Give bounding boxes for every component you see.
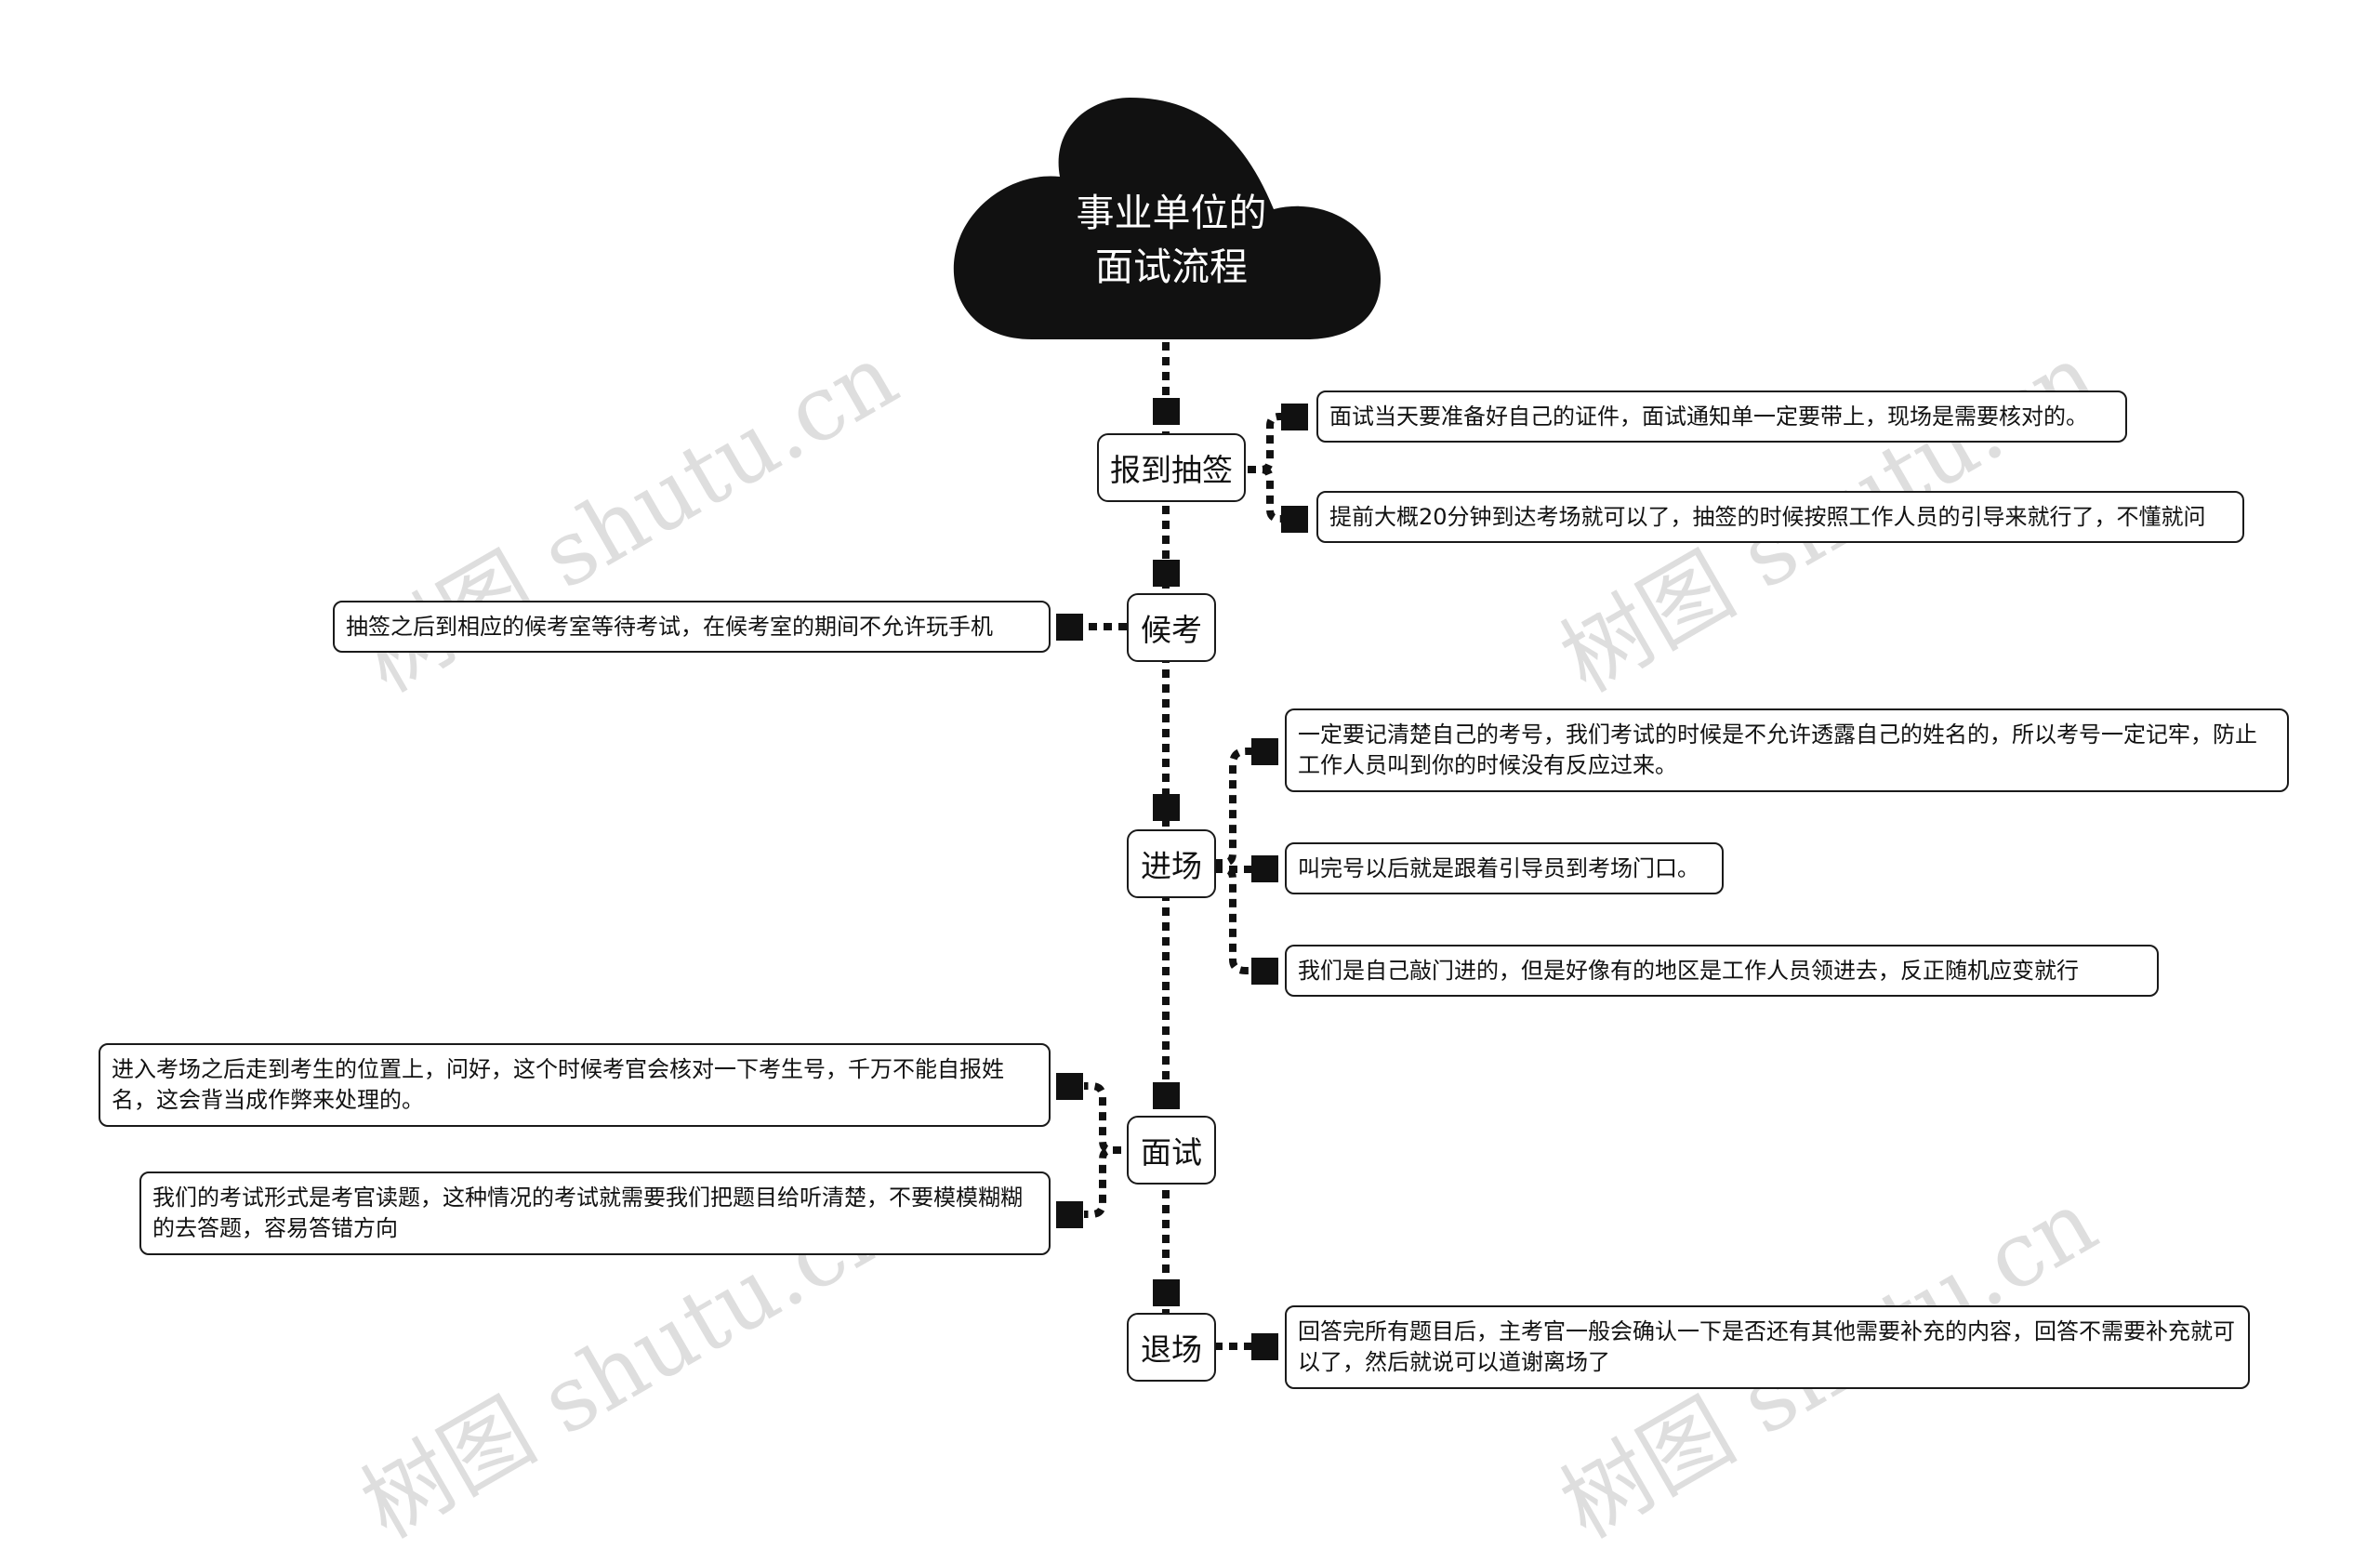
leaf-text: 面试当天要准备好自己的证件，面试通知单一定要带上，现场是需要核对的。 [1329, 403, 2088, 430]
handle-b3-l2 [1251, 855, 1278, 882]
leaf-entering-2[interactable]: 叫完号以后就是跟着引导员到考场门口。 [1285, 842, 1724, 894]
handle-b2-top [1153, 560, 1180, 587]
connector-b4-l2 [1084, 1146, 1121, 1218]
connector-b1-l2 [1248, 466, 1294, 523]
leaf-text: 回答完所有题目后，主考官一般会确认一下是否还有其他需要补充的内容，回答不需要补充… [1298, 1318, 2235, 1375]
handle-b5-top [1153, 1279, 1180, 1306]
branch-node-waiting[interactable]: 候考 [1127, 593, 1216, 662]
leaf-interview-2[interactable]: 我们的考试形式是考官读题，这种情况的考试就需要我们把题目给听清楚，不要模模糊糊的… [139, 1172, 1051, 1255]
branch-node-checkin[interactable]: 报到抽签 [1097, 433, 1246, 502]
root-title[interactable]: 事业单位的 面试流程 [1023, 186, 1320, 294]
branch-node-entering[interactable]: 进场 [1127, 829, 1216, 898]
leaf-checkin-2[interactable]: 提前大概20分钟到达考场就可以了，抽签的时候按照工作人员的引导来就行了，不懂就问 [1316, 491, 2244, 543]
connector-b3-l1 [1214, 748, 1257, 867]
handle-b1-l2 [1281, 506, 1308, 533]
connector-b4-l1 [1084, 1082, 1121, 1154]
leaf-entering-3[interactable]: 我们是自己敲门进的，但是好像有的地区是工作人员领进去，反正随机应变就行 [1285, 945, 2159, 997]
root-title-line1: 事业单位的 [1076, 191, 1267, 235]
leaf-text: 抽签之后到相应的候考室等待考试，在候考室的期间不允许玩手机 [346, 613, 993, 640]
leaf-text: 叫完号以后就是跟着引导员到考场门口。 [1298, 854, 1699, 881]
connector-layer [953, 98, 1381, 1360]
connector-b3-l3 [1214, 866, 1257, 974]
root-title-line2: 面试流程 [1095, 245, 1248, 289]
leaf-text: 我们的考试形式是考官读题，这种情况的考试就需要我们把题目给听清楚，不要模模糊糊的… [152, 1185, 1023, 1241]
branch-node-exit[interactable]: 退场 [1127, 1313, 1216, 1382]
handle-b4-l1 [1056, 1073, 1083, 1100]
leaf-text: 我们是自己敲门进的，但是好像有的地区是工作人员领进去，反正随机应变就行 [1298, 957, 2079, 984]
leaf-exit-1[interactable]: 回答完所有题目后，主考官一般会确认一下是否还有其他需要补充的内容，回答不需要补充… [1285, 1305, 2250, 1389]
root-cloud-shape [953, 98, 1381, 339]
handle-b3-l1 [1251, 738, 1278, 765]
leaf-waiting-1[interactable]: 抽签之后到相应的候考室等待考试，在候考室的期间不允许玩手机 [333, 601, 1051, 653]
handle-b4-l2 [1056, 1201, 1083, 1228]
mind-map-canvas: 树图 shutu.cn 树图 shutu.cn 树图 shutu.cn 树图 s… [99, 98, 2289, 1558]
leaf-interview-1[interactable]: 进入考场之后走到考生的位置上，问好，这个时候考官会核对一下考生号，千万不能自报姓… [99, 1043, 1051, 1127]
handle-b4-top [1153, 1082, 1180, 1109]
leaf-text: 进入考场之后走到考生的位置上，问好，这个时候考官会核对一下考生号，千万不能自报姓… [112, 1056, 1004, 1113]
leaf-text: 一定要记清楚自己的考号，我们考试的时候是不允许透露自己的姓名的，所以考号一定记牢… [1298, 721, 2257, 778]
leaf-entering-1[interactable]: 一定要记清楚自己的考号，我们考试的时候是不允许透露自己的姓名的，所以考号一定记牢… [1285, 708, 2289, 792]
handle-b3-l3 [1251, 958, 1278, 985]
branch-node-interview[interactable]: 面试 [1127, 1116, 1216, 1185]
handle-b5-l1 [1251, 1333, 1278, 1360]
handle-b3-top [1153, 794, 1180, 821]
handle-b1-l1 [1281, 404, 1308, 430]
handle-b2-l1 [1056, 614, 1083, 641]
leaf-checkin-1[interactable]: 面试当天要准备好自己的证件，面试通知单一定要带上，现场是需要核对的。 [1316, 390, 2127, 443]
handle-b1-top [1153, 398, 1180, 425]
leaf-text: 提前大概20分钟到达考场就可以了，抽签的时候按照工作人员的引导来就行了，不懂就问 [1329, 503, 2206, 530]
